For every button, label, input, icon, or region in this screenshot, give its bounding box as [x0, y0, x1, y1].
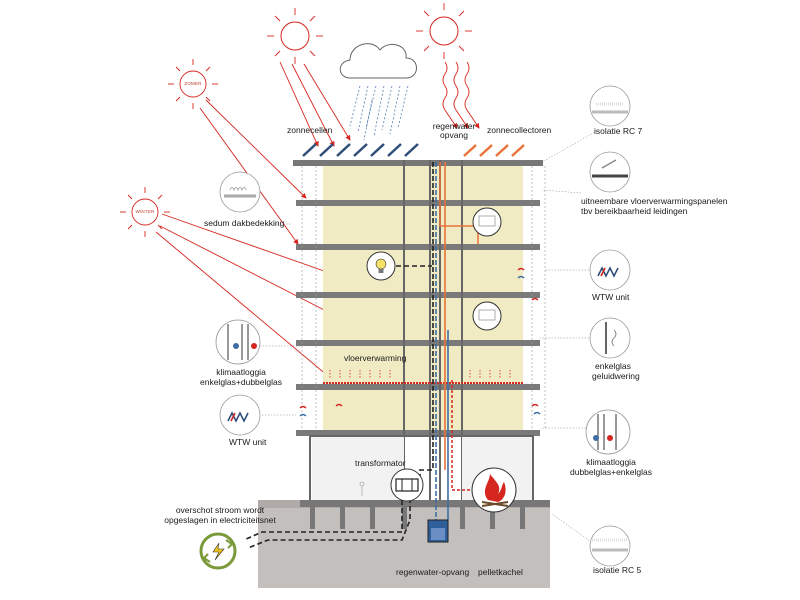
label-wtw-right: WTW unit — [592, 292, 630, 302]
detail-circle-isolatie-rc5 — [589, 525, 631, 567]
detail-circle-klimaatloggia-right — [585, 409, 631, 455]
floor-heating — [323, 370, 523, 384]
label-vloerverwarming: vloerverwarming — [344, 353, 407, 363]
detail-circle-floor-panels — [589, 151, 631, 193]
label-wtw-left: WTW unit — [229, 437, 267, 447]
floor-slabs — [296, 200, 540, 436]
detail-circle-sedum — [219, 171, 261, 213]
label-enkelglas-2: geluidwering — [592, 371, 640, 381]
label-zonnecellen: zonnecellen — [287, 125, 333, 135]
label-regenwater-opvang-top-1: regenwater — [432, 121, 476, 131]
ground-floor-left — [312, 436, 404, 500]
label-enkelglas-1: enkelglas — [595, 361, 631, 371]
label-regenwater-opvang-bottom: regenwater-opvang — [396, 567, 470, 577]
loggia-lines — [301, 166, 546, 430]
label-vloerpanelen-1: uitneembare vloerverwarmingspanelen — [581, 196, 728, 206]
sun-rays-top — [279, 61, 351, 147]
label-isolatie-rc5: isolatie RC 5 — [593, 565, 642, 575]
label-klimaatloggia-right-2: dubbelglas+enkelglas — [570, 467, 652, 477]
label-klimaatloggia-left-2: enkelglas+dubbelglas — [200, 377, 282, 387]
label-sedum: sedum dakbedekking — [204, 218, 285, 228]
detail-circle-klimaatloggia-left — [215, 319, 261, 365]
solar-collectors — [463, 144, 525, 157]
solar-panels — [302, 143, 419, 157]
fire-icon — [471, 467, 517, 513]
sun-icon-top — [267, 8, 323, 64]
heating-line — [451, 380, 475, 491]
sun-rays-wavy — [442, 61, 480, 129]
transformer-icon — [390, 468, 424, 502]
sun-icon-summer — [168, 59, 218, 109]
detail-circle-wtw-right — [589, 249, 631, 291]
rain-lines — [349, 85, 409, 141]
label-overschot-2: opgeslagen in electriciteitsnet — [164, 515, 276, 525]
foundation-piles — [310, 507, 525, 529]
wtw-arrows — [299, 267, 541, 417]
sun-icon-winter — [120, 187, 170, 237]
vertical-pipes — [432, 162, 449, 520]
collector-pipe — [439, 162, 479, 244]
ground-slab — [300, 500, 550, 507]
person-icon — [359, 481, 365, 496]
lightbulb-icon — [366, 251, 396, 281]
label-klimaatloggia-right-1: klimaatloggia — [586, 457, 636, 467]
label-pelletkachel: pelletkachel — [478, 567, 523, 577]
label-sun-zomer: ZOMER — [184, 81, 202, 86]
label-sun-winter: WINTER — [135, 209, 155, 214]
label-regenwater-opvang-top-2: opvang — [440, 130, 468, 140]
detail-circle-enkelglas — [589, 317, 631, 359]
electricity-grid-icon — [199, 532, 237, 570]
label-transformator: transformator — [355, 458, 406, 468]
label-klimaatloggia-left-1: klimaatloggia — [216, 367, 266, 377]
roof-slab — [293, 160, 543, 166]
sun-icon-top-right — [416, 3, 472, 59]
leader-lines — [254, 130, 598, 545]
label-isolatie-rc7: isolatie RC 7 — [594, 126, 643, 136]
detail-circle-isolatie-rc7 — [589, 85, 631, 127]
label-overschot-1: overschot stroom wordt — [175, 505, 265, 515]
rainwater-tank-icon — [427, 519, 449, 543]
cloud-icon — [339, 43, 417, 79]
label-vloerpanelen-2: tbv bereikbaarheid leidingen — [581, 206, 688, 216]
ventilation-icon — [472, 207, 502, 331]
label-zonnecollectoren: zonnecollectoren — [487, 125, 552, 135]
detail-circle-wtw-left — [219, 394, 261, 436]
